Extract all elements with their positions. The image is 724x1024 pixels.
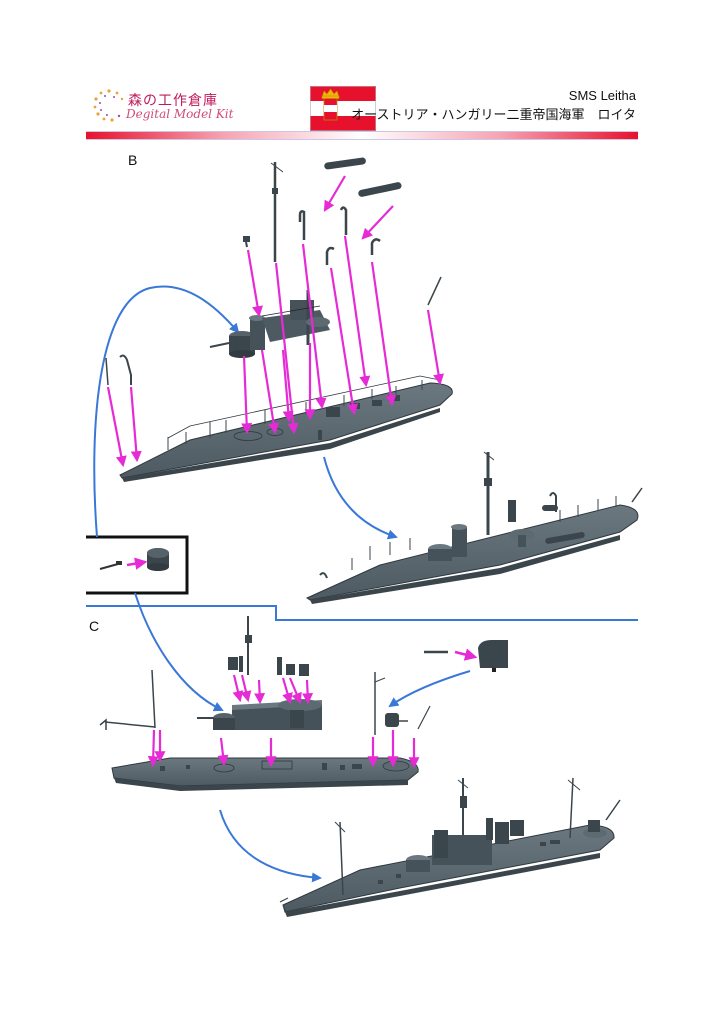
naval-ensign-flag-icon bbox=[310, 86, 376, 131]
turret-part bbox=[147, 548, 169, 571]
placement-arrow-icon bbox=[126, 557, 148, 570]
hull-b-exploded bbox=[119, 375, 453, 482]
completed-ship-b bbox=[305, 451, 643, 604]
gun-barrel-part bbox=[99, 563, 119, 570]
placement-arrows-b bbox=[106, 175, 444, 468]
ship-title-en: SMS Leitha bbox=[568, 88, 636, 103]
section-label-c: C bbox=[89, 618, 100, 634]
superstructure-c bbox=[197, 699, 322, 730]
flow-arrow-icon bbox=[323, 456, 398, 540]
flow-arrow-icon bbox=[93, 285, 240, 538]
section-divider bbox=[86, 605, 638, 621]
parts-c bbox=[99, 616, 508, 735]
completed-ship-c bbox=[279, 777, 621, 917]
parts-b bbox=[105, 157, 442, 386]
flow-arrow-icon bbox=[134, 592, 224, 712]
section-label-b: B bbox=[128, 152, 138, 168]
page-header: 森の工作倉庫 Degital Model Kit SMS Leitha オースト… bbox=[0, 0, 724, 145]
brand-name-jp: 森の工作倉庫 bbox=[128, 93, 218, 109]
ship-title-jp: オーストリア・ハンガリー二重帝国海軍 ロイタ bbox=[351, 108, 636, 123]
detail-box-gun-to-turret bbox=[86, 535, 189, 595]
brand-logo: 森の工作倉庫 Degital Model Kit bbox=[92, 86, 242, 126]
flow-arrow-icon bbox=[388, 670, 471, 708]
brand-name-en: Degital Model Kit bbox=[126, 107, 234, 121]
dot-ring-icon bbox=[93, 89, 124, 122]
flow-arrow-icon bbox=[219, 809, 322, 883]
header-divider bbox=[86, 131, 638, 140]
placement-arrows-c bbox=[147, 674, 420, 769]
